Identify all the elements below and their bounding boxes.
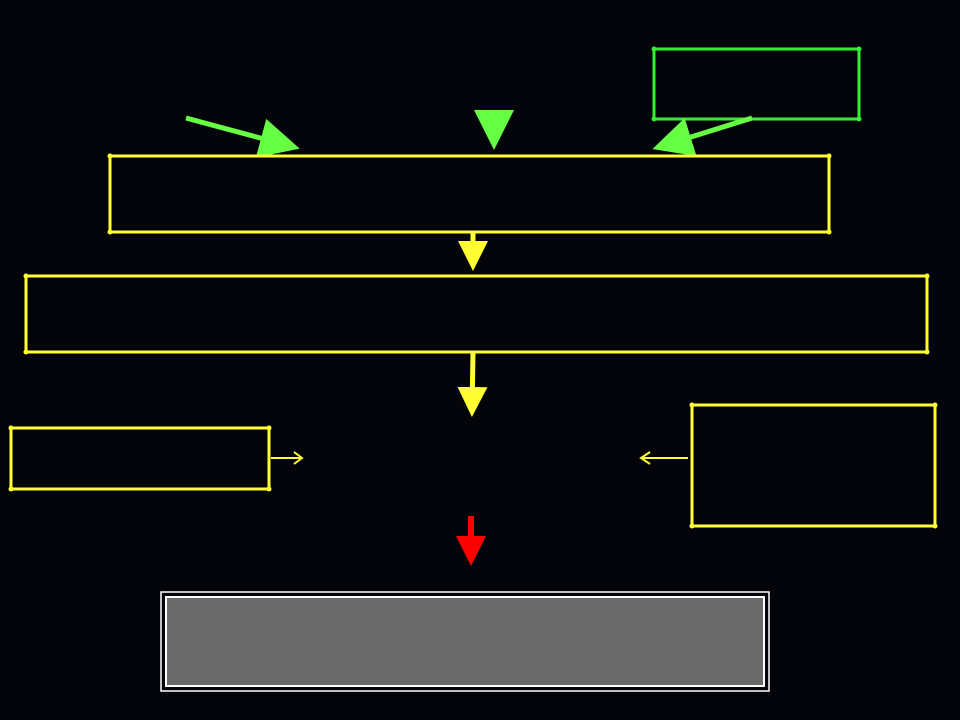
- arrow-input-left: [185, 115, 300, 158]
- arrow-process-2-to-result: [457, 352, 488, 417]
- arrow-input-right: [652, 115, 753, 157]
- right-side-box: [689, 402, 938, 529]
- arrow-right-head: [639, 451, 651, 465]
- input-right-box: [651, 46, 862, 122]
- process-box-1: [107, 153, 832, 235]
- arrow-left-head: [293, 451, 304, 465]
- process-box-2: [23, 273, 930, 355]
- left-side-box: [8, 425, 272, 492]
- final-output-box: [160, 591, 770, 692]
